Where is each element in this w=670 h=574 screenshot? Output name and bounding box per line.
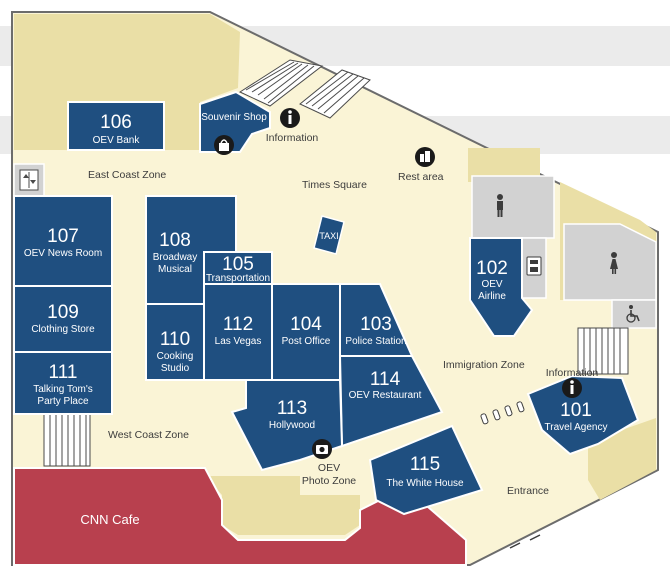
room-name: Las Vegas <box>215 336 262 347</box>
room-name: Transportation <box>206 273 270 284</box>
room-number: 111 <box>49 362 78 383</box>
cnn-cafe-label: CNN Cafe <box>80 512 139 527</box>
room-name: Police Station <box>345 336 406 347</box>
wheelchair-icon <box>626 305 640 323</box>
room-111[interactable]: 111 Talking Tom's Party Place <box>13 351 113 415</box>
east-coast-zone-label: East Coast Zone <box>88 169 166 181</box>
room-number: 115 <box>410 454 440 475</box>
staircase-north <box>238 59 371 119</box>
west-coast-zone-label: West Coast Zone <box>108 429 189 441</box>
room-name: Hollywood <box>269 420 315 431</box>
room-name: Clothing Store <box>31 324 95 335</box>
room-name: OEV Restaurant <box>349 390 422 401</box>
room-108[interactable]: 108 Broadway Musical <box>145 195 237 305</box>
room-number: 102 <box>476 258 508 279</box>
room-number: 107 <box>47 226 79 247</box>
room-106[interactable]: 106 OEV Bank <box>67 101 165 151</box>
room-109[interactable]: 109 Clothing Store <box>13 285 113 353</box>
room-101[interactable]: 101 Travel Agency <box>526 374 640 456</box>
room-name-line2: Airline <box>478 291 506 302</box>
room-number: 109 <box>47 302 79 323</box>
room-name: Travel Agency <box>545 422 608 433</box>
mens-restroom-icon <box>497 194 503 217</box>
room-number: 110 <box>160 329 190 350</box>
room-number: 112 <box>223 314 253 335</box>
room-name-line1: Broadway <box>153 252 197 263</box>
room-number: 104 <box>290 314 322 335</box>
entrance-gates <box>480 401 525 425</box>
room-105[interactable]: 105 Transportation <box>203 251 273 285</box>
room-115[interactable]: 115 The White House <box>368 424 484 516</box>
souvenir-shop[interactable]: Souvenir Shop <box>199 90 271 153</box>
room-number: 114 <box>370 369 401 390</box>
room-name: OEV Bank <box>93 135 141 146</box>
room-number: 105 <box>222 254 254 275</box>
room-110[interactable]: 110 Cooking Studio <box>145 303 205 381</box>
room-number: 113 <box>277 398 307 419</box>
information-label-right: Information <box>546 367 599 379</box>
room-number: 106 <box>100 112 132 133</box>
souvenir-shop-label: Souvenir Shop <box>201 112 267 123</box>
room-name-line1: Talking Tom's <box>33 384 93 395</box>
wall-block-east-upper <box>468 148 540 182</box>
taxi-label: TAXI <box>319 231 338 241</box>
staircase-east <box>577 327 629 375</box>
photo-zone-label-line2: Photo Zone <box>302 475 356 487</box>
room-112[interactable]: 112 Las Vegas <box>203 283 273 381</box>
room-name-line2: Musical <box>158 264 192 275</box>
immigration-zone-label: Immigration Zone <box>443 359 525 371</box>
room-number: 108 <box>159 230 191 251</box>
information-label-top: Information <box>266 132 319 144</box>
wall-block-south <box>205 476 360 535</box>
room-104[interactable]: 104 Post Office <box>271 283 341 381</box>
information-icon <box>562 378 582 398</box>
times-square-label: Times Square <box>302 179 367 191</box>
room-name-line1: Cooking <box>157 351 194 362</box>
shopping-bag-icon <box>214 135 234 155</box>
entrance-door <box>509 542 521 549</box>
room-name: Post Office <box>282 336 331 347</box>
room-number: 101 <box>560 400 592 421</box>
elevator-icon <box>19 169 39 191</box>
entrance-door <box>529 534 541 541</box>
cnn-cafe-area[interactable] <box>13 467 467 566</box>
accessible-restroom-area <box>611 299 657 329</box>
room-name: OEV News Room <box>24 248 102 259</box>
womens-restroom-area <box>563 223 657 301</box>
phone-icon <box>526 256 542 276</box>
entrance-label: Entrance <box>507 485 549 497</box>
room-name: The White House <box>386 478 464 489</box>
womens-restroom-icon <box>610 252 618 274</box>
room-102[interactable]: 102 OEV Airline <box>469 237 534 337</box>
rest-area-label: Rest area <box>398 171 444 183</box>
rest-area-icon <box>415 147 435 167</box>
mens-restroom-area <box>471 175 555 239</box>
room-number: 103 <box>360 314 392 335</box>
room-107[interactable]: 107 OEV News Room <box>13 195 113 287</box>
camera-icon <box>312 439 332 459</box>
staircase-southwest <box>43 413 91 467</box>
room-name-line2: Studio <box>161 363 190 374</box>
taxi-stand[interactable]: TAXI <box>313 215 345 255</box>
room-name-line1: OEV <box>481 279 502 290</box>
photo-zone-label-line1: OEV <box>318 462 340 474</box>
information-icon <box>280 108 300 128</box>
room-name-line2: Party Place <box>37 396 89 407</box>
